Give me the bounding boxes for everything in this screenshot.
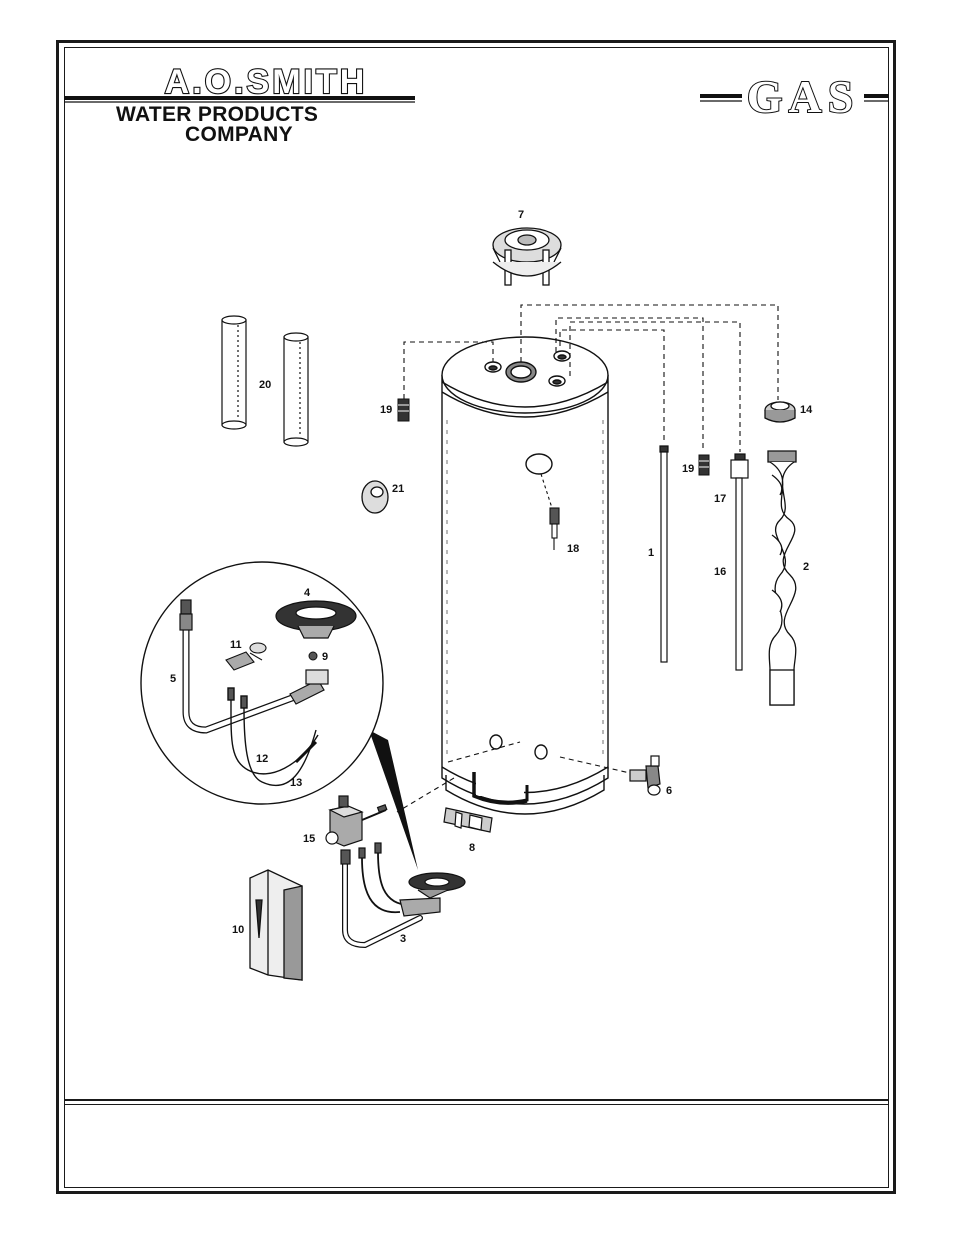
part-11-pilot-bracket — [225, 642, 267, 671]
part-2-flue-baffle — [767, 450, 797, 706]
fuel-type-badge: GAS — [700, 70, 889, 123]
part-10-outer-door — [249, 869, 303, 981]
label-part-18: 18 — [567, 543, 579, 555]
label-part-4: 4 — [304, 587, 311, 599]
label-part-7: 7 — [518, 209, 524, 221]
label-part-19-right: 19 — [682, 463, 694, 475]
part-labels: 7 20 19 21 14 19 17 18 1 2 16 4 11 9 5 1… — [170, 209, 813, 945]
part-6-drain-valve — [629, 755, 661, 796]
part-7-flue-baffle — [492, 227, 562, 286]
page-border-inner — [64, 47, 889, 1188]
label-part-12: 12 — [256, 753, 268, 765]
part-21-gasket — [361, 480, 389, 514]
part-16-dip-tube — [730, 453, 749, 671]
label-part-21: 21 — [392, 483, 404, 495]
brand-name: A.O.SMITH — [165, 63, 368, 101]
label-part-3: 3 — [400, 933, 406, 945]
label-part-14: 14 — [800, 404, 813, 416]
part-5-manifold-tube — [179, 599, 329, 734]
label-part-8: 8 — [469, 842, 475, 854]
brand-logo: A.O.SMITH — [64, 62, 415, 103]
label-part-1: 1 — [648, 547, 654, 559]
part-19-nipple-right — [698, 454, 710, 476]
part-4-main-burner — [275, 600, 357, 639]
part-20-dip-tubes — [221, 315, 309, 447]
assembly-guide-lines — [396, 304, 779, 813]
footer-divider — [64, 1099, 889, 1101]
part-18-sensor — [540, 473, 560, 550]
company-name-line2: COMPANY — [185, 123, 293, 146]
label-part-6: 6 — [666, 785, 672, 797]
label-part-10: 10 — [232, 924, 244, 936]
page-border-outer — [56, 40, 896, 1194]
part-14-flue-gasket — [764, 401, 796, 423]
fuel-type-label: GAS — [747, 71, 860, 122]
footer-divider-thin — [64, 1104, 889, 1105]
part-3-burner-assembly — [340, 842, 466, 949]
label-part-16: 16 — [714, 566, 726, 578]
label-part-17: 17 — [714, 493, 726, 505]
part-8-inner-door — [443, 807, 493, 833]
label-part-15: 15 — [303, 833, 315, 845]
part-12-13-pilot-tubes — [227, 687, 319, 787]
label-part-11: 11 — [230, 639, 242, 651]
water-heater-tank — [441, 336, 609, 815]
label-part-2: 2 — [803, 561, 809, 573]
label-part-20: 20 — [259, 379, 271, 391]
label-part-9: 9 — [322, 651, 328, 663]
part-15-gas-valve — [325, 795, 388, 847]
part-19-nipple-left — [397, 398, 410, 422]
label-part-5: 5 — [170, 673, 176, 685]
label-part-19-left: 19 — [380, 404, 392, 416]
label-part-13: 13 — [290, 777, 302, 789]
part-9-screw — [308, 651, 318, 661]
company-name-line1: WATER PRODUCTS — [116, 103, 319, 126]
part-1-anode-rod — [659, 445, 669, 663]
